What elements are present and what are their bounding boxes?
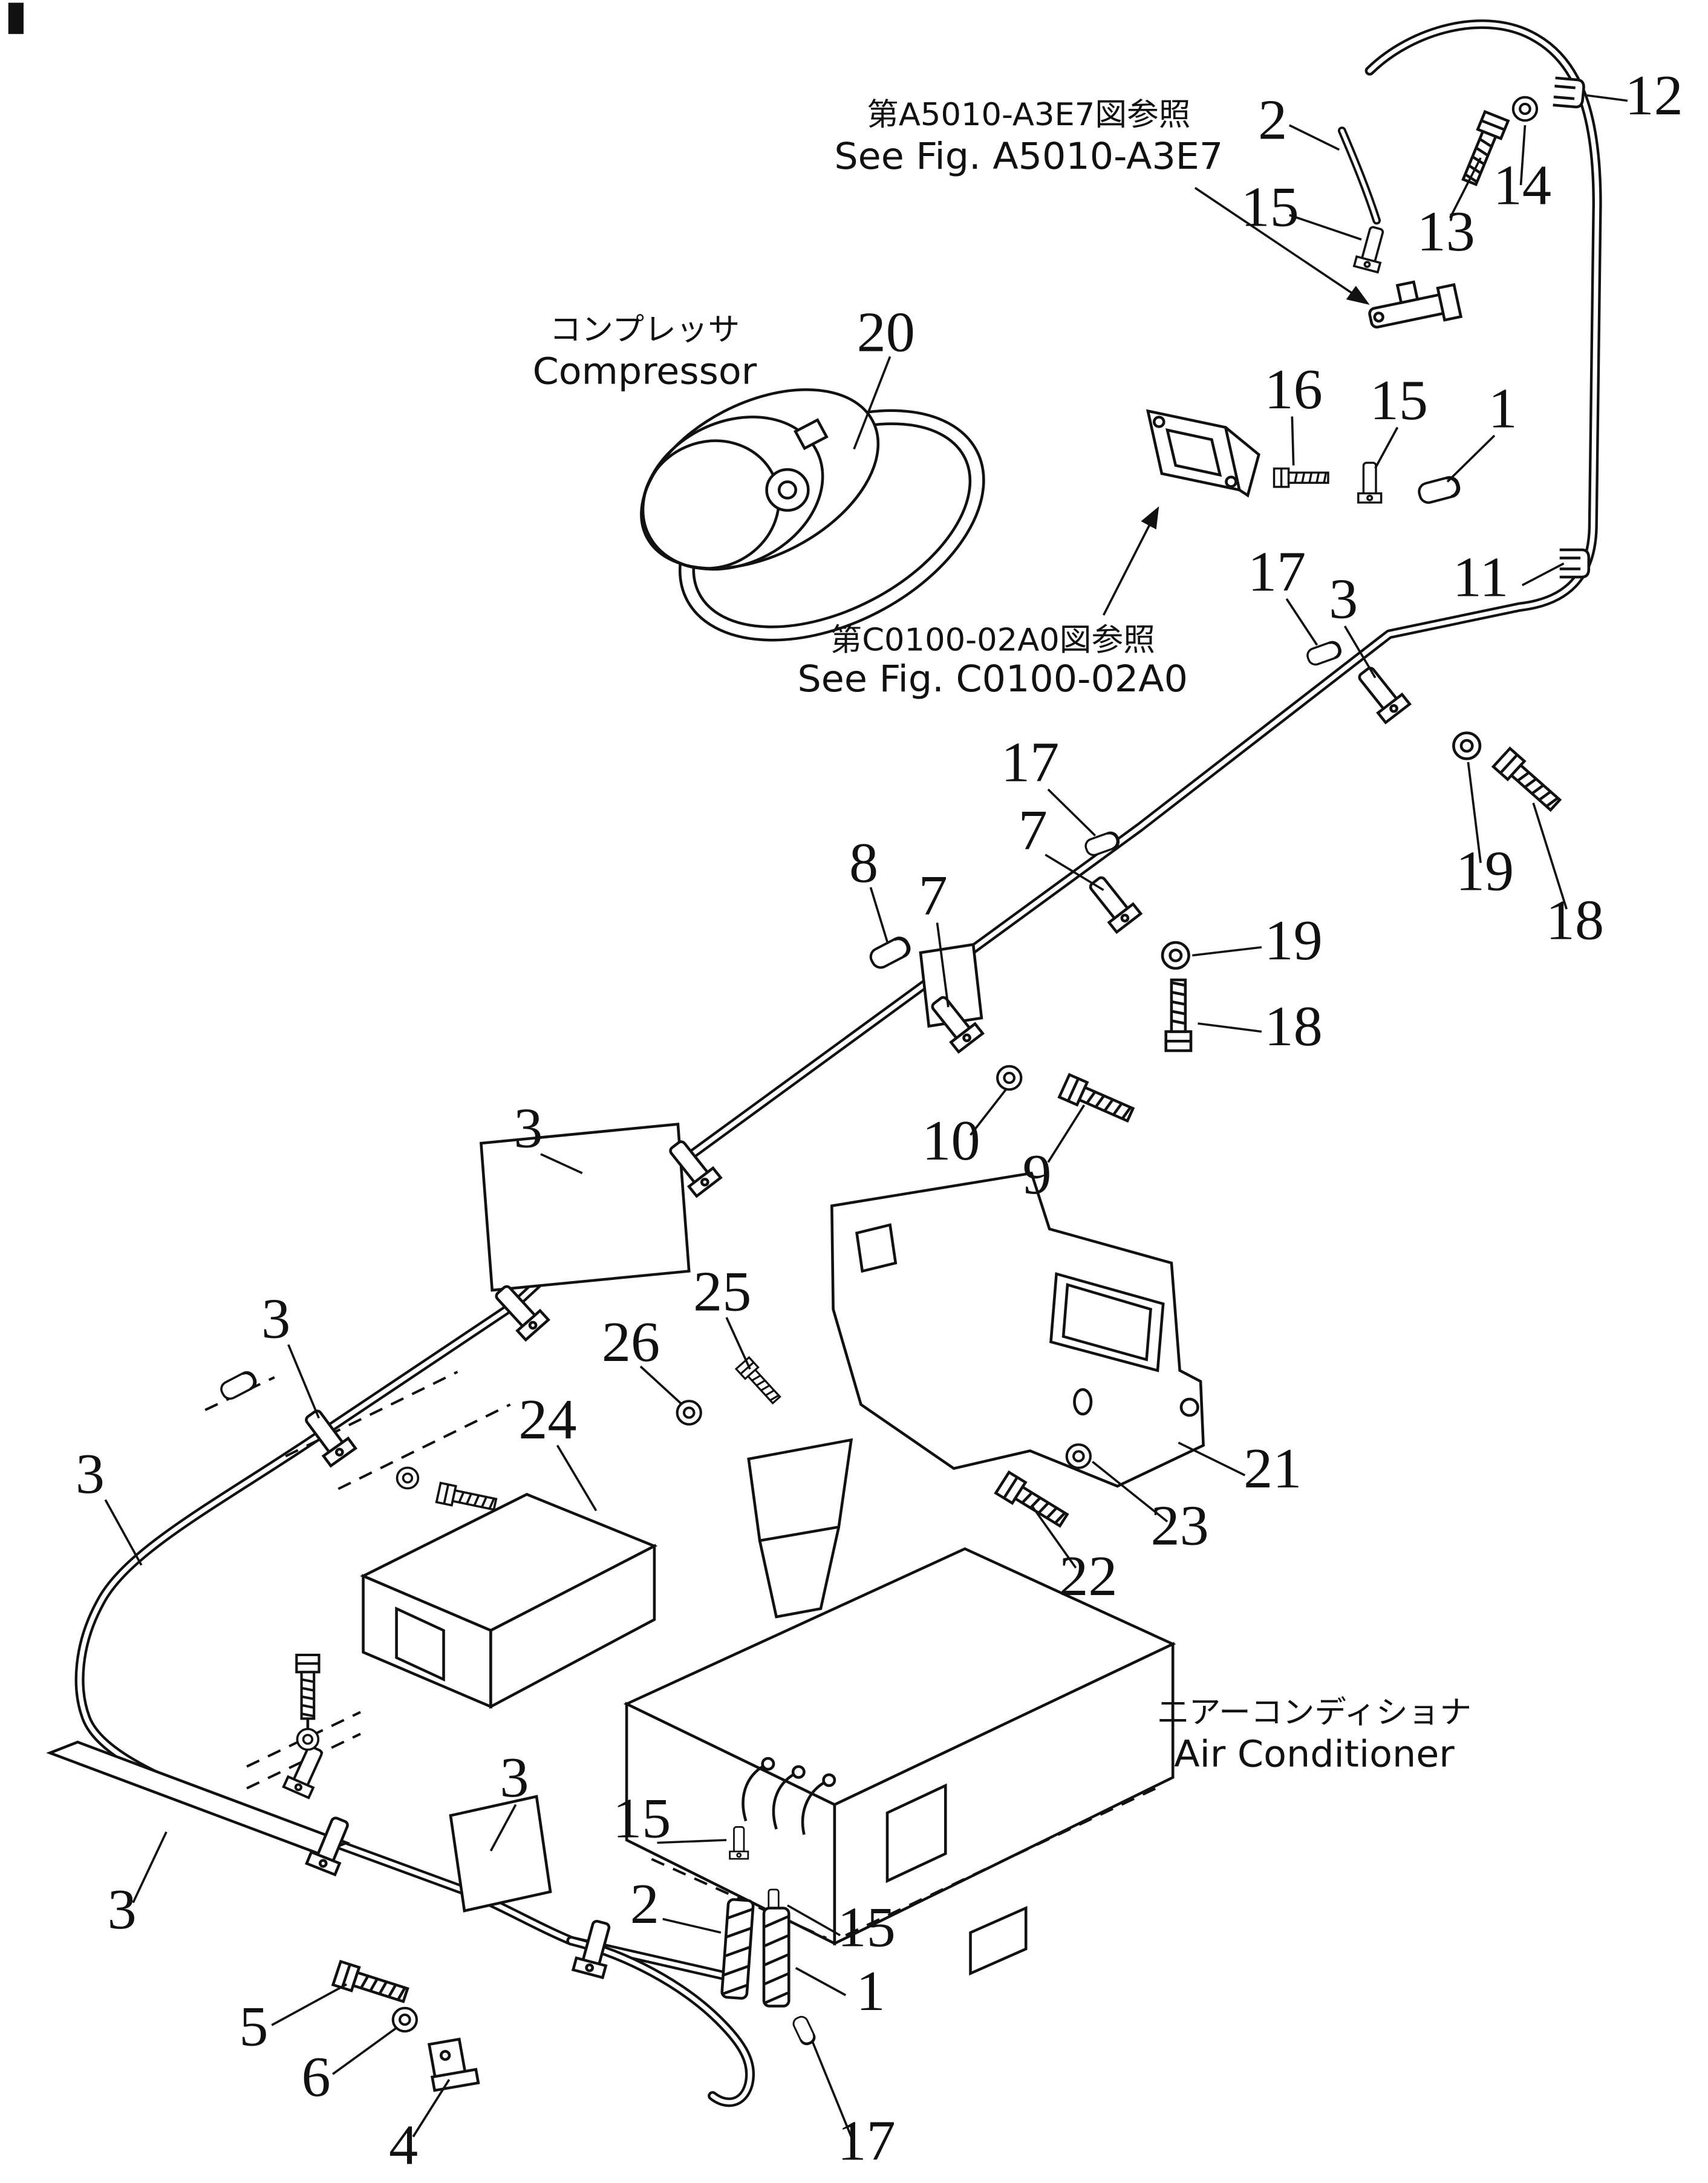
pipe-plate-long bbox=[46, 1740, 351, 1855]
part-callouts: 12 2 13 14 15 20 16 15 1 17 3 11 17 19 1… bbox=[76, 64, 1683, 2177]
hose-top bbox=[1337, 126, 1381, 225]
bolt-18-center bbox=[1166, 980, 1191, 1051]
funnel-duct-drawing bbox=[747, 1438, 853, 1619]
callout-14: 14 bbox=[1493, 153, 1551, 217]
air-conditioner-label-en: Air Conditioner bbox=[1174, 1733, 1455, 1775]
callout-1-b: 1 bbox=[856, 1959, 885, 2023]
air-conditioner-label-jp: エアーコンディショナ bbox=[1157, 1695, 1472, 1731]
washer-14 bbox=[1513, 97, 1537, 120]
callout-22: 22 bbox=[1059, 1544, 1117, 1608]
sleeve-17-right bbox=[1304, 639, 1344, 668]
clamp-15-top bbox=[1353, 224, 1390, 273]
clamp-7-a bbox=[1083, 872, 1141, 932]
compressor-label-en: Compressor bbox=[533, 350, 757, 393]
reference-arrows bbox=[1102, 187, 1370, 616]
lower-duct-drawing bbox=[360, 1493, 658, 1709]
bolt-5 bbox=[333, 1962, 409, 2007]
bracket-drawing bbox=[1146, 409, 1260, 498]
callout-3-e: 3 bbox=[500, 1746, 529, 1809]
callout-1-a: 1 bbox=[1488, 376, 1517, 440]
ref-c0100-label-en: See Fig. C0100-02A0 bbox=[797, 658, 1187, 700]
callout-17-a: 17 bbox=[1248, 540, 1306, 603]
tube-2-bottom bbox=[722, 1899, 754, 1999]
bolt-25 bbox=[735, 1356, 784, 1407]
valve-assembly-drawing bbox=[1368, 280, 1463, 329]
callout-20: 20 bbox=[857, 300, 915, 364]
ref-a5010-label-en: See Fig. A5010-A3E7 bbox=[834, 135, 1223, 178]
callout-17-c: 17 bbox=[838, 2109, 896, 2173]
callout-13: 13 bbox=[1417, 200, 1475, 263]
callout-3-c: 3 bbox=[261, 1287, 290, 1351]
callout-5: 5 bbox=[239, 1995, 268, 2058]
bolt-18-right bbox=[1493, 748, 1563, 814]
ref-c0100-label-jp: 第C0100-02A0図参照 bbox=[830, 622, 1155, 658]
callout-15-a: 15 bbox=[1241, 175, 1299, 238]
compressor-drawing bbox=[640, 388, 985, 642]
callout-15-b: 15 bbox=[1370, 368, 1428, 432]
corner-mark bbox=[8, 2, 24, 34]
washer-23 bbox=[1067, 1444, 1090, 1467]
washer-19-center bbox=[1162, 942, 1189, 968]
bolt-16-sensor bbox=[1273, 467, 1329, 488]
washer-10 bbox=[997, 1066, 1021, 1089]
upper-duct-drawing bbox=[830, 1171, 1205, 1488]
washer-clamp-bolt bbox=[296, 1728, 320, 1751]
callout-3-d: 3 bbox=[76, 1442, 105, 1506]
callout-2: 2 bbox=[1258, 88, 1287, 151]
callout-7-b: 7 bbox=[1019, 798, 1048, 862]
callout-26: 26 bbox=[602, 1310, 660, 1374]
clip-11 bbox=[1560, 550, 1589, 577]
callout-24: 24 bbox=[518, 1388, 576, 1451]
pipe-plate-large bbox=[479, 1123, 691, 1292]
callout-19-b: 19 bbox=[1265, 909, 1323, 972]
callout-11: 11 bbox=[1453, 545, 1509, 609]
callout-9: 9 bbox=[1023, 1143, 1052, 1206]
bracket-4-drawing bbox=[427, 2037, 480, 2092]
sleeve-ghost bbox=[217, 1368, 259, 1403]
leader-lines bbox=[104, 94, 1628, 2138]
air-conditioner-drawing bbox=[623, 1547, 1176, 1976]
text-labels: 第A5010-A3E7図参照 See Fig. A5010-A3E7 第C010… bbox=[533, 97, 1472, 1775]
callout-16: 16 bbox=[1265, 357, 1323, 421]
callout-25: 25 bbox=[693, 1260, 751, 1323]
callout-17-b: 17 bbox=[1001, 730, 1059, 794]
bolt-9 bbox=[1059, 1075, 1135, 1126]
callout-3-a: 3 bbox=[1329, 567, 1358, 630]
callout-21: 21 bbox=[1244, 1437, 1302, 1500]
clamp-bolted bbox=[284, 1743, 328, 1798]
callout-6: 6 bbox=[302, 2045, 331, 2109]
callout-18-b: 18 bbox=[1265, 994, 1323, 1058]
callout-7-a: 7 bbox=[919, 864, 948, 927]
callout-15-d: 15 bbox=[838, 1895, 896, 1959]
washer-6 bbox=[393, 2008, 417, 2031]
callout-19-a: 19 bbox=[1456, 839, 1514, 902]
refrigerant-pipe-drain bbox=[566, 1936, 755, 2107]
bolt-duct bbox=[435, 1481, 498, 1515]
washer-19-right bbox=[1453, 733, 1480, 759]
bolt-clamp-vertical bbox=[296, 1655, 319, 1718]
bolt-22 bbox=[996, 1472, 1070, 1530]
clamp-3-right bbox=[1352, 662, 1410, 723]
sleeve-8 bbox=[868, 935, 913, 970]
washer-duct bbox=[396, 1466, 420, 1490]
callout-18-a: 18 bbox=[1546, 888, 1604, 951]
callout-12: 12 bbox=[1625, 64, 1683, 127]
callout-2-b: 2 bbox=[630, 1872, 659, 1936]
pipe-plate-small bbox=[449, 1795, 552, 1913]
clamp-15-mid bbox=[1357, 462, 1383, 504]
callout-23: 23 bbox=[1151, 1494, 1209, 1558]
callout-3-f: 3 bbox=[108, 1878, 137, 1941]
sleeve-1 bbox=[1417, 475, 1461, 504]
callout-15-c: 15 bbox=[613, 1786, 671, 1850]
tube-1-bottom bbox=[764, 1908, 789, 2006]
callout-10: 10 bbox=[922, 1109, 980, 1172]
compressor-label-jp: コンプレッサ bbox=[550, 312, 740, 348]
callout-4: 4 bbox=[389, 2113, 418, 2176]
clip-12 bbox=[1553, 78, 1585, 108]
callout-8: 8 bbox=[849, 831, 878, 895]
ref-a5010-label-jp: 第A5010-A3E7図参照 bbox=[867, 97, 1190, 132]
callout-3-b: 3 bbox=[513, 1097, 543, 1160]
sleeve-17-center bbox=[1083, 829, 1122, 858]
